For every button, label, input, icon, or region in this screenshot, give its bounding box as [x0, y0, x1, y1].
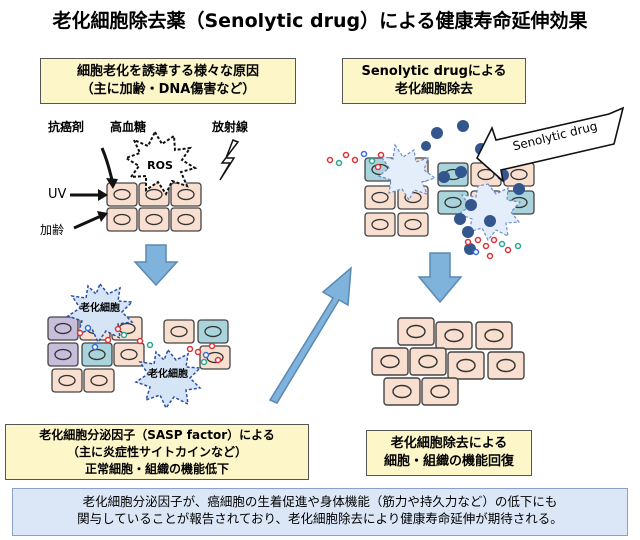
- arrow-diagonal: [268, 266, 352, 404]
- footer-box: 老化細胞分泌因子が、癌細胞の生着促進や身体機能（筋力や持久力など）の低下にも 関…: [12, 488, 628, 536]
- sasp-line2: （主に炎症性サイトカインなど）: [66, 444, 247, 459]
- causes-line2: （主に加齢・DNA傷害など）: [80, 81, 256, 97]
- label-aging: 加齢: [40, 223, 65, 237]
- causes-box: 細胞老化を誘導する様々な原因 （主に加齢・DNA傷害など）: [40, 58, 296, 104]
- recovery-line2: 細胞・組織の機能回復: [383, 453, 514, 469]
- senescent-label-1: 老化細胞: [79, 301, 120, 314]
- footer-line1: 老化細胞分泌因子が、癌細胞の生着促進や身体機能（筋力や持久力など）の低下にも: [82, 494, 558, 509]
- senescent-burst-2: [134, 348, 202, 410]
- label-uv: UV: [48, 187, 67, 202]
- arrow-anticancer: [100, 147, 114, 181]
- arrow-down-left: [133, 244, 179, 287]
- label-radiation: 放射線: [212, 120, 249, 134]
- removal-line1: Senolytic drugによる: [361, 64, 507, 79]
- lightning-icon: [219, 139, 240, 181]
- senolytic-drug-molecules: [421, 120, 525, 255]
- senescent-label-2: 老化細胞: [147, 367, 188, 380]
- sasp-line1: 老化細胞分泌因子（SASP factor）による: [39, 428, 275, 442]
- removed-cell-burst-2: [457, 183, 522, 242]
- recovery-box: 老化細胞除去による 細胞・組織の機能回復: [366, 430, 532, 476]
- arrow-aging: [73, 214, 102, 230]
- ros-burst: ROS: [123, 129, 198, 197]
- sasp-factors-left: [76, 324, 222, 366]
- removal-line2: 老化細胞除去: [394, 81, 473, 97]
- footer-line2: 関与していることが報告されており、老化細胞除去により健康寿命延伸が期待される。: [77, 510, 563, 526]
- sasp-line3: 正常細胞・組織の機能低下: [84, 461, 229, 476]
- tissue-initial: [106, 182, 202, 232]
- sasp-box: 老化細胞分泌因子（SASP factor）による （主に炎症性サイトカインなど）…: [5, 424, 309, 480]
- label-anticancer: 抗癌剤: [48, 120, 85, 134]
- ros-label: ROS: [147, 159, 173, 172]
- arrow-down-right: [417, 252, 463, 304]
- tissue-recovered: [371, 317, 525, 406]
- removal-box: Senolytic drugによる 老化細胞除去: [342, 58, 526, 104]
- recovery-line1: 老化細胞除去による: [390, 436, 508, 451]
- causes-line1: 細胞老化を誘導する様々な原因: [76, 64, 259, 79]
- senolytic-drug-arrow: Senolytic drug: [476, 106, 625, 184]
- sasp-factors-right: [326, 150, 522, 260]
- removed-cell-burst-1: [377, 143, 437, 202]
- page-title: 老化細胞除去薬（Senolytic drug）による健康寿命延伸効果: [52, 10, 588, 32]
- label-hyperglycemia: 高血糖: [110, 120, 147, 134]
